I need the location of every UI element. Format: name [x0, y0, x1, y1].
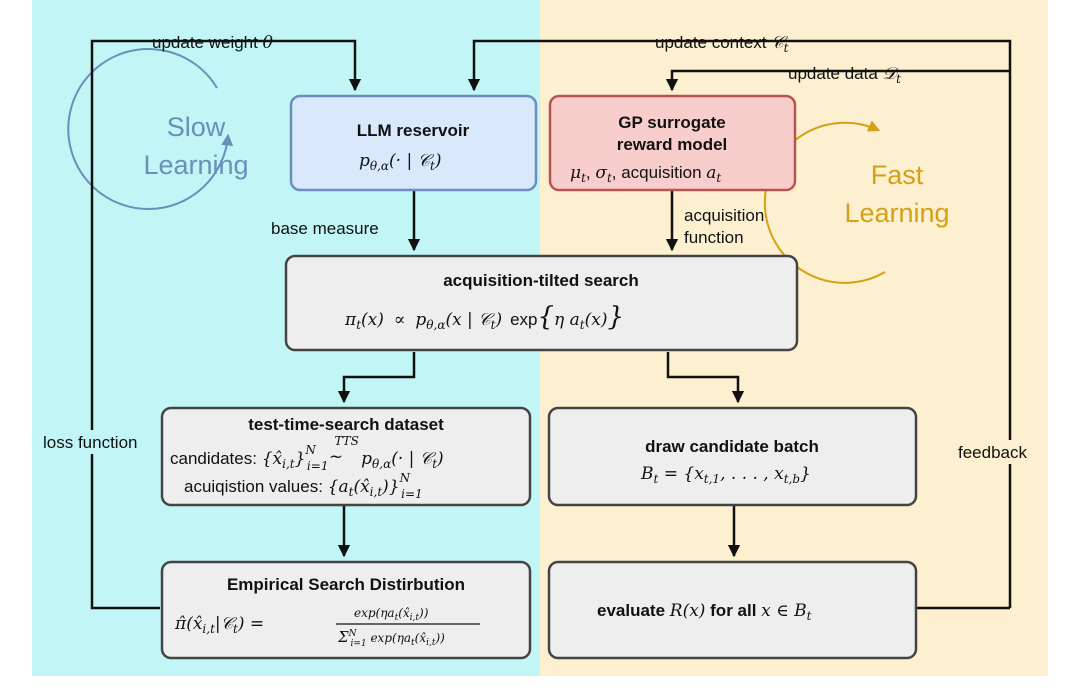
empirical-title: Empirical Search Distirbution [227, 575, 465, 594]
acquisition-function-label-2: function [684, 228, 744, 247]
update-weight-label: update weight θ [152, 33, 273, 53]
edge-update-weight [90, 39, 362, 610]
slow-learning-cycle: Slow Learning [67, 48, 249, 211]
node-empirical-search-distribution: Empirical Search Distirbution π̂(x̂i,t|𝒞… [160, 560, 532, 660]
fast-learning-line1: Fast [871, 160, 924, 190]
batch-box [547, 406, 918, 507]
dataset-title: test-time-search dataset [248, 415, 444, 434]
node-gp-surrogate: GP surrogate reward model μt, σt, acquis… [548, 94, 797, 192]
feedback-label-bg [958, 440, 1048, 464]
gp-surrogate-box [548, 94, 797, 192]
fast-learning-cycle-arrow-icon [763, 120, 886, 284]
update-context-label: update context 𝒞t [655, 33, 789, 55]
dataset-box [160, 406, 532, 507]
loss-function-label-bg [40, 430, 154, 454]
empirical-box [160, 560, 532, 660]
llm-reservoir-box [289, 94, 538, 192]
empirical-formula-lhs: π̂(x̂i,t|𝒞t) = [174, 614, 264, 636]
node-draw-candidate-batch: draw candidate batch Bt = {xt,1, . . . ,… [547, 406, 918, 507]
loss-function-label: loss function [43, 433, 138, 452]
base-measure-label: base measure [271, 219, 379, 238]
fast-learning-line2: Learning [844, 198, 949, 228]
batch-formula: Bt = {xt,1, . . . , xt,b} [640, 464, 811, 486]
empirical-formula-numerator: exp(ηat(x̂i,t)) [354, 606, 429, 623]
evaluate-box [547, 560, 918, 660]
tilted-search-box [284, 254, 799, 352]
slow-learning-cycle-arrow-icon [67, 48, 234, 211]
node-evaluate: evaluate R(x) for all x ∈ Bt [547, 560, 918, 660]
slow-learning-line2: Learning [143, 150, 248, 180]
tilted-search-formula: πt(x)∝pθ,α(x | 𝒞t)exp{η at(x)} [344, 302, 624, 332]
edge-tilted-to-batch [666, 352, 745, 404]
edge-labels: update weight θ update context 𝒞t update… [40, 33, 1048, 464]
node-test-time-search-dataset: test-time-search dataset candidates: {x̂… [160, 406, 532, 507]
node-acquisition-tilted-search: acquisition-tilted search πt(x)∝pθ,α(x |… [284, 254, 799, 352]
llm-reservoir-title: LLM reservoir [357, 121, 470, 140]
fast-learning-cycle: Fast Learning [763, 120, 950, 284]
edge-update-context [467, 39, 1012, 608]
update-data-label: update data 𝒟t [788, 64, 901, 86]
edges [90, 39, 1012, 610]
slow-learning-line1: Slow [167, 112, 226, 142]
node-llm-reservoir: LLM reservoir pθ,α(· | 𝒞t) [289, 94, 538, 192]
gp-surrogate-title-1: GP surrogate [618, 113, 725, 132]
feedback-label: feedback [958, 443, 1027, 462]
edge-tilted-to-dataset [337, 352, 416, 404]
acquisition-function-label-1: acquisition [684, 206, 764, 225]
evaluate-formula: evaluate R(x) for all x ∈ Bt [597, 601, 812, 623]
tilted-search-title: acquisition-tilted search [443, 271, 639, 290]
edge-update-data [665, 69, 1010, 92]
gp-surrogate-formula: μt, σt, acquisition at [570, 163, 721, 185]
gp-surrogate-title-2: reward model [617, 135, 728, 154]
batch-title: draw candidate batch [645, 437, 819, 456]
